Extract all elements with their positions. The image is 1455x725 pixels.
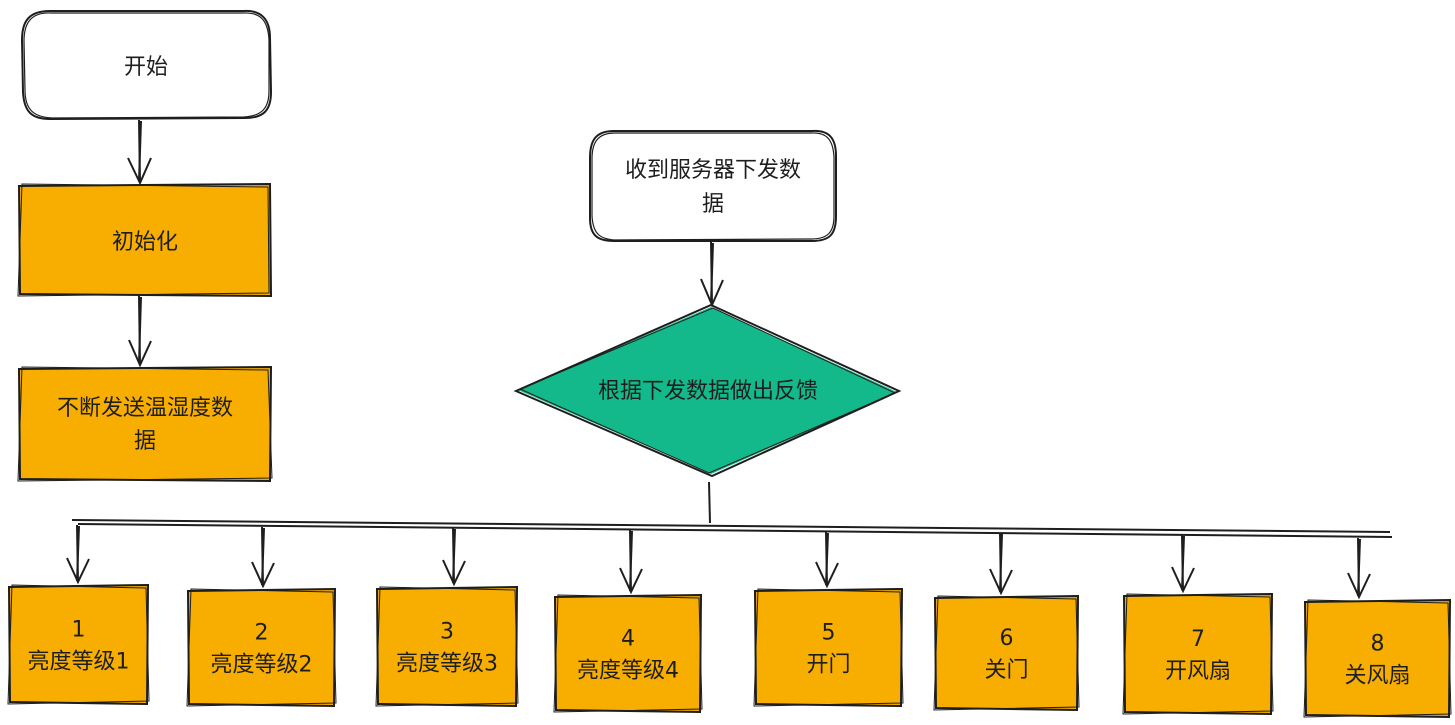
output-node-shape [378, 588, 516, 705]
output-branches: 1 亮度等级1 2 亮度等级2 3 亮度等级3 4 亮度等级4 5 开门 6 关门 7 开风扇 8 关风扇 [7, 524, 1452, 719]
arrow-to-output-2 [251, 526, 275, 589]
output-label: 亮度等级2 [211, 653, 313, 678]
output-node-7: 7 开风扇 [1122, 592, 1274, 716]
start-label: 开始 [124, 55, 168, 80]
output-node-8: 8 关风扇 [1303, 598, 1452, 719]
init-border-sketch [17, 183, 270, 297]
output-node-5: 5 开门 [753, 587, 904, 708]
output-node-border-sketch [933, 595, 1080, 711]
send-data-shape [20, 368, 270, 480]
arrow-start-to-init [127, 119, 152, 186]
output-label: 关风扇 [1344, 664, 1410, 689]
send-data-label-line2: 据 [134, 429, 156, 454]
output-label: 关门 [984, 658, 1028, 683]
output-node-6: 6 关门 [933, 594, 1080, 712]
receive-terminal-sketch [591, 132, 835, 241]
decision-node: 根据下发数据做出反馈 [513, 303, 902, 478]
arrow-to-output-8 [1347, 537, 1371, 600]
receive-node: 收到服务器下发数 据 [589, 129, 837, 242]
output-node-1: 1 亮度等级1 [7, 583, 150, 706]
decision-stem [708, 481, 711, 524]
decision-border [513, 303, 902, 478]
decision-border-sketch [518, 307, 897, 474]
output-node-border-sketch [1303, 599, 1452, 718]
output-node-border-sketch [753, 588, 904, 707]
arrow-to-output-1 [66, 524, 90, 585]
output-node-border-sketch [186, 588, 337, 707]
output-number: 7 [1191, 627, 1205, 652]
init-node: 初始化 [17, 182, 273, 298]
output-node-4: 4 亮度等级4 [553, 593, 703, 714]
output-label: 亮度等级3 [396, 652, 498, 677]
decision-label: 根据下发数据做出反馈 [598, 379, 818, 404]
output-node-3: 3 亮度等级3 [375, 585, 519, 708]
send-data-border-sketch [17, 366, 273, 482]
output-label: 开风扇 [1165, 659, 1231, 684]
receive-label-line1: 收到服务器下发数 [625, 158, 801, 183]
output-node-shape [1306, 601, 1449, 716]
arrow-receive-to-decision [700, 241, 724, 308]
output-number: 3 [440, 620, 454, 645]
output-label: 开门 [806, 653, 850, 678]
output-number: 8 [1371, 632, 1385, 657]
init-label: 初始化 [112, 230, 178, 255]
output-node-2: 2 亮度等级2 [186, 587, 337, 708]
output-node-shape [10, 586, 147, 703]
output-node-shape [756, 590, 901, 705]
receive-label-line2: 据 [702, 192, 724, 217]
output-node-shape [1125, 595, 1271, 713]
start-node: 开始 [20, 9, 273, 121]
output-node-shape [189, 590, 334, 705]
output-number: 2 [255, 621, 269, 646]
send-data-node: 不断发送温湿度数 据 [17, 365, 273, 483]
arrow-to-output-7 [1171, 534, 1195, 594]
send-data-label-line1: 不断发送温湿度数 [57, 396, 233, 421]
arrow-to-output-5 [815, 531, 839, 589]
start-terminal-shape [20, 9, 273, 121]
receive-terminal-shape [589, 129, 837, 242]
output-node-shape [556, 596, 700, 711]
init-shape [20, 185, 270, 295]
output-number: 4 [621, 627, 635, 652]
start-terminal-sketch [23, 12, 270, 119]
output-number: 6 [1000, 626, 1014, 651]
output-number: 1 [72, 618, 86, 643]
output-node-border-sketch [7, 584, 150, 705]
arrow-to-output-6 [989, 532, 1013, 596]
arrow-init-to-send [128, 295, 152, 368]
output-node-border-sketch [553, 594, 703, 713]
arrow-to-output-4 [619, 529, 643, 595]
output-node-shape [936, 597, 1077, 709]
output-number: 5 [822, 621, 836, 646]
output-node-border-sketch [1122, 593, 1274, 715]
output-bus-line [71, 519, 1393, 538]
output-label: 亮度等级4 [577, 659, 679, 684]
output-node-border-sketch [375, 586, 519, 707]
arrow-to-output-3 [442, 527, 466, 587]
decision-shape [518, 307, 897, 474]
output-label: 亮度等级1 [28, 650, 130, 675]
